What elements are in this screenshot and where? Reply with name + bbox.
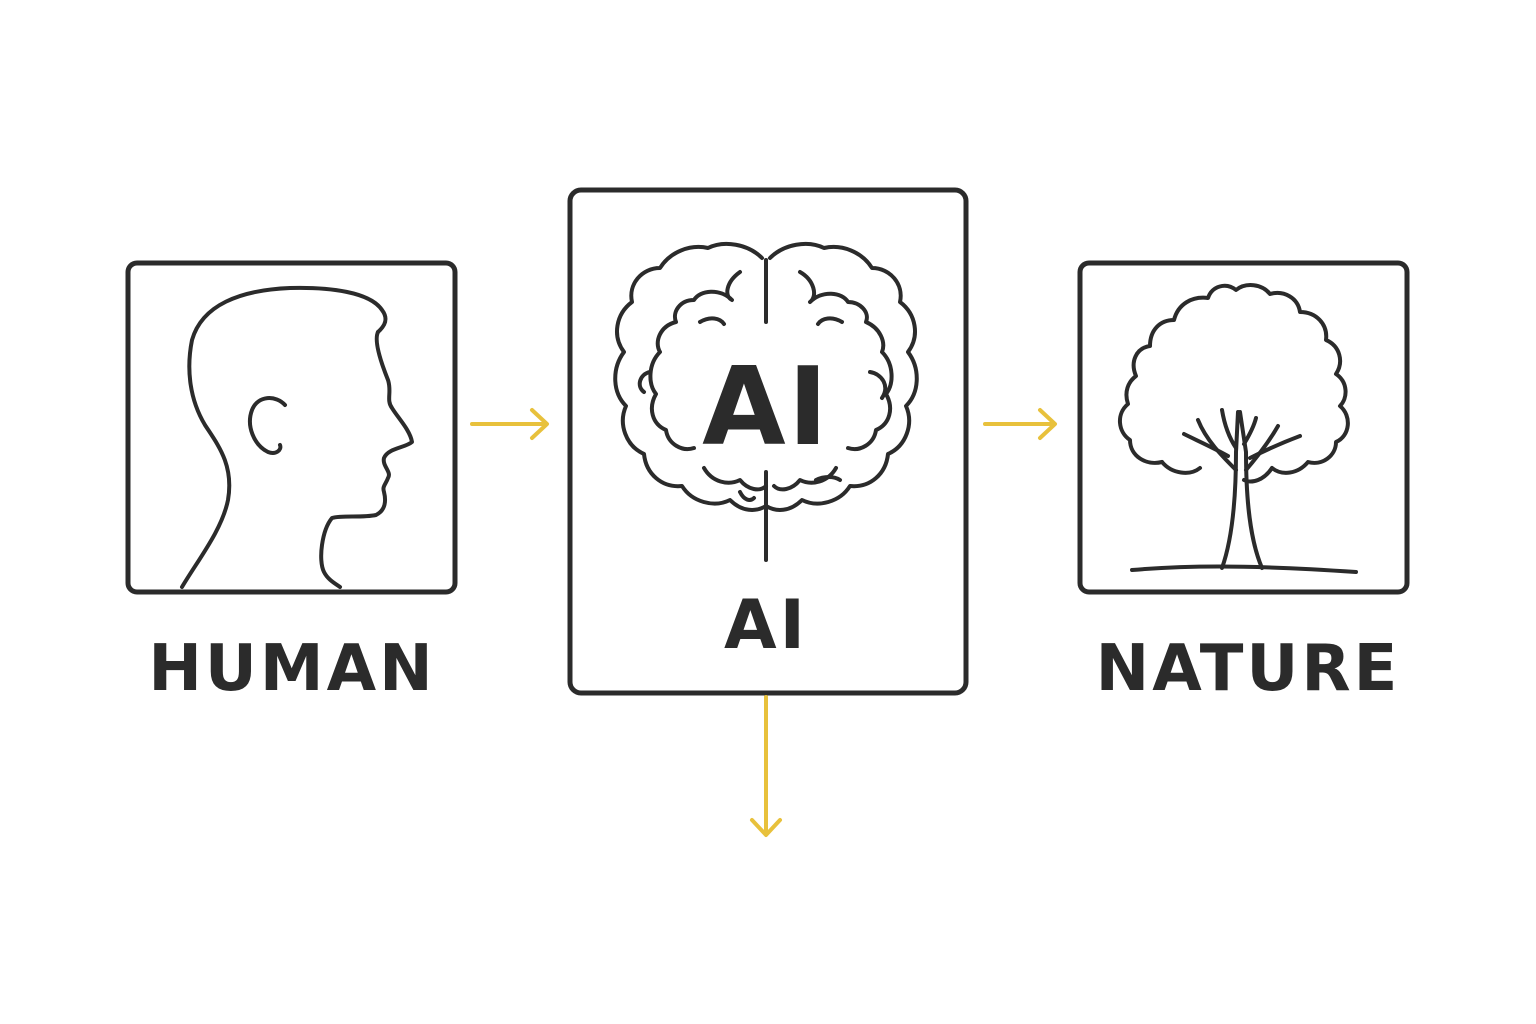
node-nature: NATURE (1077, 260, 1410, 706)
brain-icon (613, 241, 919, 562)
arrow-ai-to-nature (983, 408, 1057, 440)
human-label: HUMAN (148, 632, 435, 706)
nature-label: NATURE (1096, 632, 1401, 706)
nature-box (1077, 260, 1410, 595)
ai-box (567, 187, 969, 696)
node-human: HUMAN (125, 260, 458, 706)
human-head-icon (180, 285, 414, 589)
ai-label: AI (724, 586, 808, 665)
arrow-human-to-ai (470, 408, 549, 440)
brain-ai-text: AI (702, 345, 830, 470)
node-ai: AI AI (567, 187, 969, 696)
tree-icon (1118, 283, 1358, 574)
arrow-ai-down (750, 695, 782, 837)
human-box (125, 260, 458, 595)
